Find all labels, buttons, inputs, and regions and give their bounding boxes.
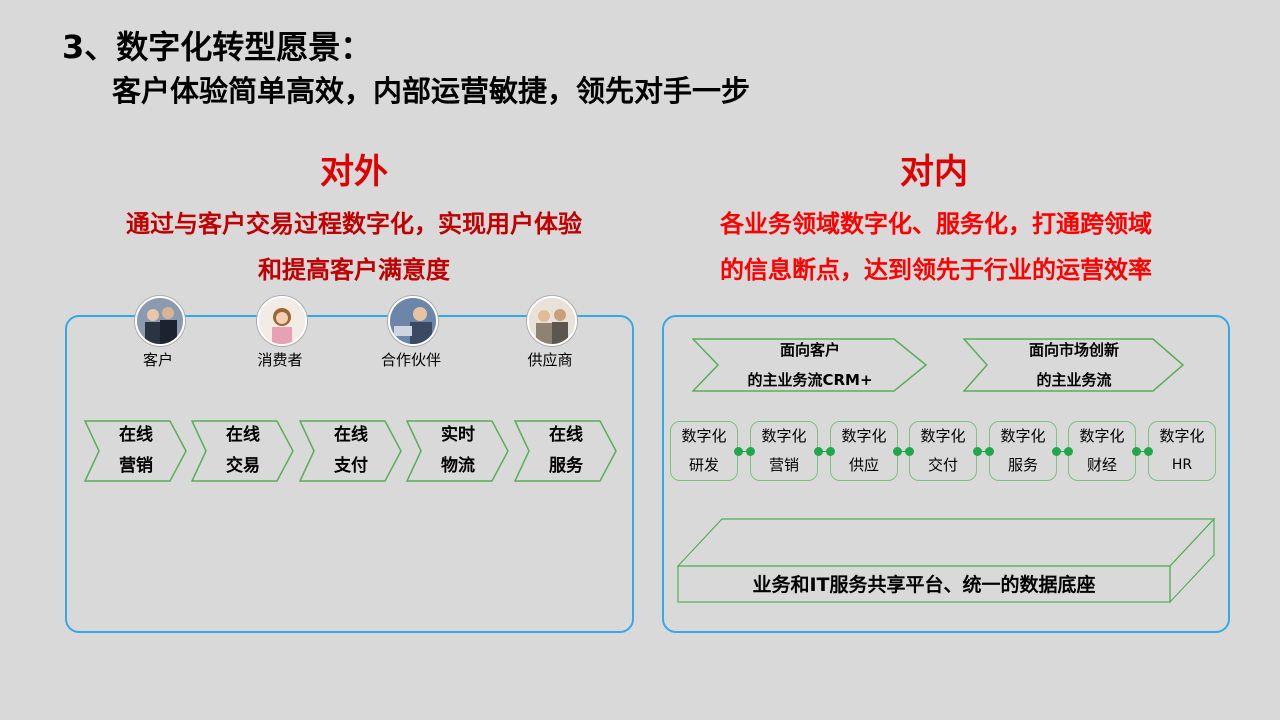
step-online-trading: 在线交易 — [191, 420, 295, 482]
module-connector — [893, 447, 915, 456]
external-desc-line2: 和提高客户满意度 — [258, 256, 450, 284]
module-connector — [734, 447, 756, 456]
module-connector — [1052, 447, 1074, 456]
step-online-payment: 在线支付 — [299, 420, 403, 482]
external-panel — [65, 315, 634, 633]
internal-desc-line2: 的信息断点，达到领先于行业的运营效率 — [720, 256, 1152, 284]
role-label-supplier: 供应商 — [527, 351, 573, 369]
role-label-customer: 客户 — [142, 351, 173, 369]
business-meeting-photo-icon — [135, 296, 185, 346]
page-subtitle: 客户体验简单高效，内部运营敏捷，领先对手一步 — [112, 74, 751, 108]
external-heading: 对外 — [320, 152, 388, 192]
module-digital-rnd: 数字化研发 — [670, 421, 738, 481]
module-connector — [814, 447, 836, 456]
role-label-consumer: 消费者 — [257, 351, 303, 369]
module-connector — [973, 447, 995, 456]
partner-photo-icon — [388, 296, 438, 346]
supplier-photo-icon — [527, 296, 577, 346]
internal-heading: 对内 — [900, 152, 968, 192]
step-online-service: 在线服务 — [514, 420, 618, 482]
platform-slab — [676, 517, 1218, 605]
flow-market-innovation: 面向市场创新的主业务流 — [963, 338, 1185, 392]
module-digital-finance: 数字化财经 — [1068, 421, 1136, 481]
role-label-partner: 合作伙伴 — [380, 351, 441, 369]
module-connector — [1132, 447, 1154, 456]
step-realtime-logistics: 实时物流 — [406, 420, 510, 482]
step-online-marketing: 在线营销 — [84, 420, 188, 482]
internal-desc-line1: 各业务领域数字化、服务化，打通跨领域 — [720, 210, 1152, 238]
module-digital-service: 数字化服务 — [989, 421, 1057, 481]
module-digital-delivery: 数字化交付 — [909, 421, 977, 481]
page-title: 3、数字化转型愿景： — [62, 28, 373, 66]
consumer-photo-icon — [257, 296, 307, 346]
external-desc-line1: 通过与客户交易过程数字化，实现用户体验 — [126, 210, 582, 238]
internal-panel — [662, 315, 1230, 633]
module-digital-supply: 数字化供应 — [830, 421, 898, 481]
platform-label: 业务和IT服务共享平台、统一的数据底座 — [752, 574, 1096, 596]
flow-customer-facing: 面向客户的主业务流CRM+ — [692, 338, 928, 392]
module-digital-marketing: 数字化营销 — [750, 421, 818, 481]
